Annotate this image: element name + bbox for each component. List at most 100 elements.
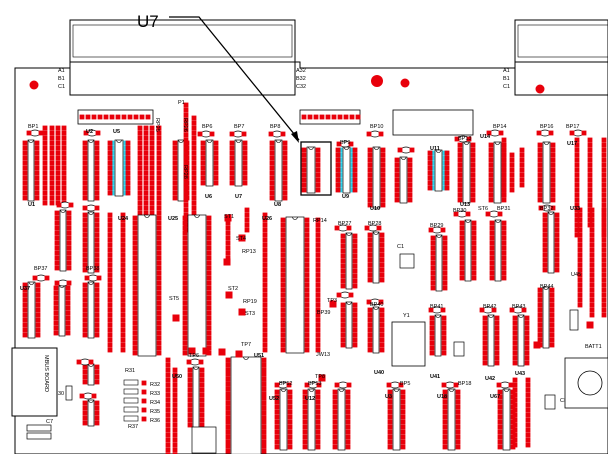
pin-pad xyxy=(345,394,351,400)
pin-pad xyxy=(42,160,48,166)
pin-pad xyxy=(549,342,555,348)
pin-pad xyxy=(512,325,518,331)
pin-pad xyxy=(261,372,267,377)
pin-pad xyxy=(182,230,188,236)
pin-pad xyxy=(367,307,373,313)
pin-pad xyxy=(441,315,447,321)
pin-pad xyxy=(379,332,385,338)
pin-pad xyxy=(165,397,171,403)
pin-pad xyxy=(229,145,235,151)
pin-pad xyxy=(107,272,113,278)
chip-body xyxy=(307,388,316,451)
chip-label-u25: U25 xyxy=(168,216,178,222)
chip-label-u10: U10 xyxy=(370,206,380,212)
pin-pad xyxy=(22,165,28,171)
pin-pad xyxy=(509,177,515,183)
pin-pad xyxy=(485,211,491,217)
pin-pad xyxy=(488,152,494,158)
pin-pad xyxy=(156,190,162,196)
pin-pad xyxy=(172,175,178,181)
chip-body xyxy=(337,388,346,451)
pin-pad xyxy=(302,399,308,405)
pin-pad xyxy=(213,180,219,186)
pin-pad xyxy=(85,114,91,120)
pin-pad xyxy=(501,225,507,231)
pin-pad xyxy=(302,429,308,435)
pin-pad xyxy=(367,262,373,268)
pin-pad xyxy=(601,202,607,208)
pin-pad xyxy=(601,152,607,158)
pin-pad xyxy=(367,322,373,328)
pin-pad xyxy=(206,225,212,231)
pin-pad xyxy=(156,250,162,256)
pin-pad xyxy=(88,359,94,365)
pin-pad xyxy=(165,382,171,388)
pin-pad xyxy=(125,160,131,166)
pin-pad xyxy=(442,275,448,281)
pin-pad xyxy=(137,190,143,196)
pin-pad xyxy=(525,377,531,383)
pin-pad xyxy=(42,125,48,131)
pin-pad xyxy=(332,424,338,430)
pin-pad xyxy=(94,379,100,385)
pin-pad xyxy=(143,180,149,186)
pin-pad xyxy=(400,444,406,450)
pin-pad xyxy=(156,230,162,236)
pin-pad xyxy=(262,272,268,278)
chip-label-u26: U26 xyxy=(262,216,272,222)
pin-pad xyxy=(54,230,60,236)
pin-pad xyxy=(488,142,494,148)
pin-pad xyxy=(554,237,560,243)
pin-pad xyxy=(261,415,267,420)
pin-pad xyxy=(457,197,463,203)
pin-pad xyxy=(287,404,293,410)
pin-pad xyxy=(38,130,44,136)
chip-body xyxy=(493,141,502,204)
pin-pad xyxy=(554,232,560,238)
bypass-cap xyxy=(400,146,412,154)
pin-pad xyxy=(587,137,593,143)
pin-pad xyxy=(345,439,351,445)
test-point xyxy=(224,214,232,222)
chip-label-u6: U6 xyxy=(205,194,212,200)
pin-pad xyxy=(574,137,580,143)
pin-pad xyxy=(497,434,503,440)
pin-pad xyxy=(459,245,465,251)
pin-pad xyxy=(22,150,28,156)
pin-pad xyxy=(82,195,88,201)
pin-pad xyxy=(315,419,321,425)
pin-pad xyxy=(274,444,280,450)
pin-pad xyxy=(577,282,583,288)
pin-pad xyxy=(55,145,61,151)
pin-pad xyxy=(512,407,518,413)
pin-pad xyxy=(94,364,100,370)
pin-pad xyxy=(407,187,413,193)
pin-pad xyxy=(242,140,248,146)
pin-pad xyxy=(244,207,250,213)
pin-pad xyxy=(156,340,162,346)
pin-pad xyxy=(525,442,531,448)
pin-pad xyxy=(183,117,189,123)
pin-pad xyxy=(315,347,321,353)
callout-u7: U7 xyxy=(137,12,332,196)
part-label-bp37: BP37 xyxy=(34,266,47,272)
pin-pad xyxy=(137,195,143,201)
chip-notch xyxy=(393,388,400,392)
pin-pad xyxy=(537,182,543,188)
pin-pad xyxy=(269,150,275,156)
pin-pad xyxy=(489,245,495,251)
chip-body xyxy=(279,388,288,451)
pin-pad xyxy=(459,265,465,271)
chip-notch xyxy=(28,281,35,285)
pin-pad xyxy=(82,307,88,313)
bypass-cap xyxy=(271,130,283,138)
pin-pad xyxy=(577,222,583,228)
pin-pad xyxy=(512,320,518,326)
pin-pad xyxy=(489,260,495,266)
pin-pad xyxy=(549,307,555,313)
pin-pad xyxy=(589,307,595,313)
pin-pad xyxy=(601,207,607,213)
pin-pad xyxy=(574,202,580,208)
pin-pad xyxy=(268,131,274,137)
pin-pad xyxy=(61,170,67,176)
